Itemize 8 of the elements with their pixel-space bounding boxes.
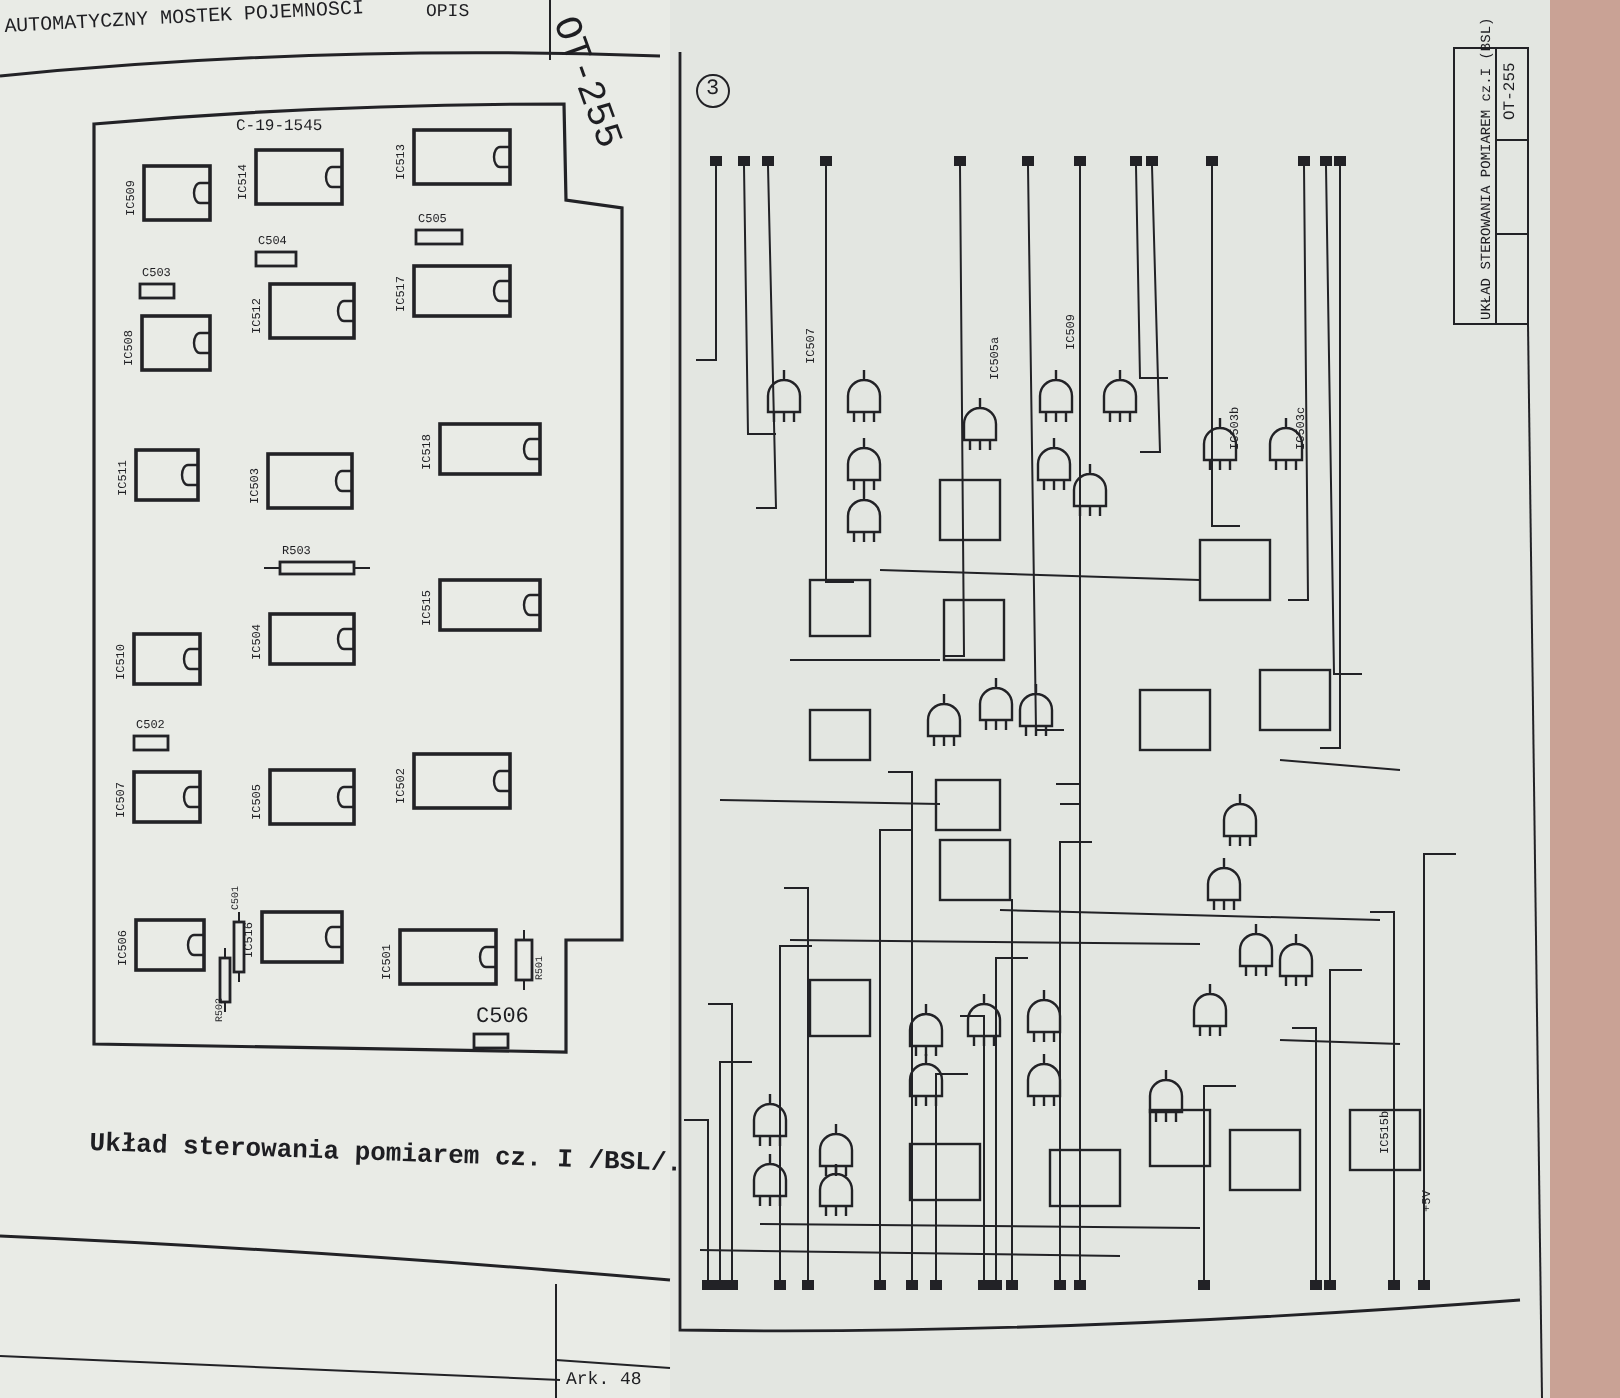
figure-caption: Układ sterowania pomiarem cz. I /BSL/.	[89, 1130, 683, 1177]
page-header: AUTOMATYCZNY MOSTEK POJEMNOSCI	[4, 1, 365, 40]
board-number: C-19-1545	[236, 120, 323, 136]
sheet-number: Ark. 48	[566, 1372, 642, 1390]
document-number: OT-255	[1504, 62, 1520, 120]
page-header: OPIS	[426, 4, 470, 22]
capacitor-designator: C506	[476, 1008, 529, 1030]
sheet-index: 3	[696, 74, 730, 108]
